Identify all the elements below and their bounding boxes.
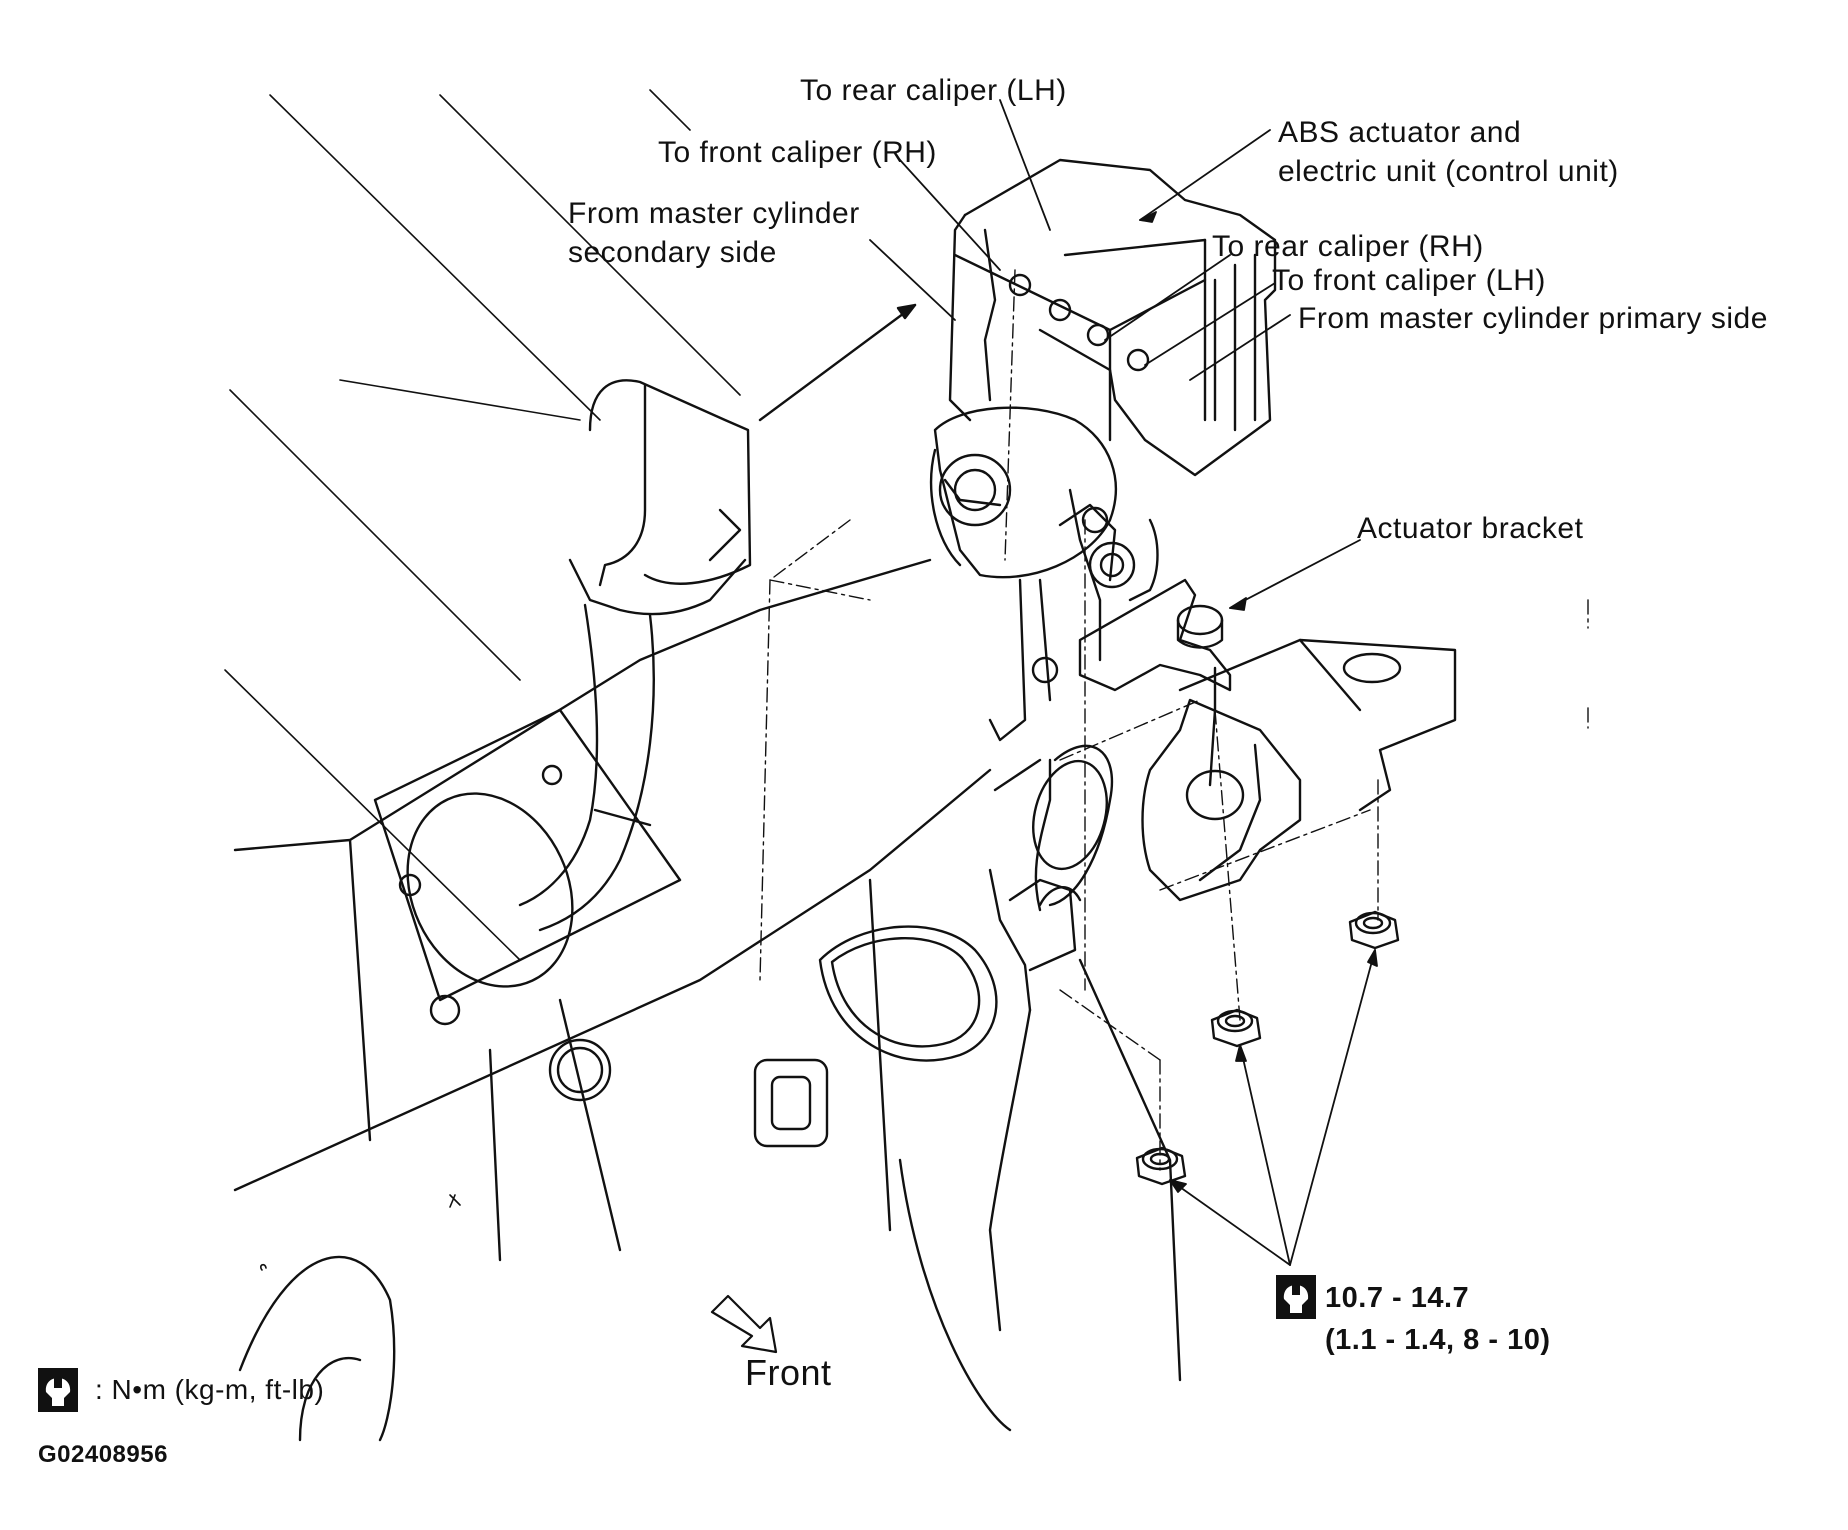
- label-to-rear-caliper-rh: To rear caliper (RH): [1212, 230, 1484, 263]
- abs-actuator-body: [929, 158, 1277, 742]
- background-lines: [224, 89, 741, 961]
- master-cylinder-tube: [518, 303, 917, 932]
- label-from-master-primary: From master cylinder primary side: [1298, 302, 1768, 335]
- mounting-frame: [988, 638, 1457, 1382]
- label-to-rear-caliper-lh: To rear caliper (LH): [800, 74, 1067, 107]
- label-abs-actuator-2: electric unit (control unit): [1278, 155, 1619, 188]
- label-abs-actuator-1: ABS actuator and: [1278, 116, 1522, 149]
- label-to-front-caliper-lh: To front caliper (LH): [1272, 264, 1546, 297]
- label-to-front-caliper-rh: To front caliper (RH): [658, 136, 937, 169]
- torque-range-units: (1.1 - 1.4, 8 - 10): [1325, 1324, 1551, 1356]
- label-from-master-secondary-1: From master cylinder: [568, 197, 860, 230]
- wrench-torque-icon: [1276, 1275, 1316, 1319]
- body-panel: [233, 558, 1012, 1442]
- figure-code: G02408956: [38, 1441, 168, 1468]
- front-label: Front: [745, 1352, 832, 1393]
- bolt-3: [1135, 1146, 1187, 1186]
- leader-lines: [869, 99, 1378, 1266]
- units-legend-text: : N•m (kg-m, ft-lb): [95, 1374, 325, 1405]
- bolt-2: [1210, 1008, 1262, 1048]
- bolt-1: [1348, 910, 1400, 950]
- front-arrow-icon: [710, 1294, 778, 1354]
- wrench-legend-icon: [38, 1368, 78, 1412]
- bolts: [1135, 910, 1400, 1186]
- label-actuator-bracket: Actuator bracket: [1357, 512, 1584, 545]
- torque-range: 10.7 - 14.7: [1325, 1282, 1470, 1314]
- centerlines: [759, 269, 1589, 1171]
- label-from-master-secondary-2: secondary side: [568, 236, 777, 269]
